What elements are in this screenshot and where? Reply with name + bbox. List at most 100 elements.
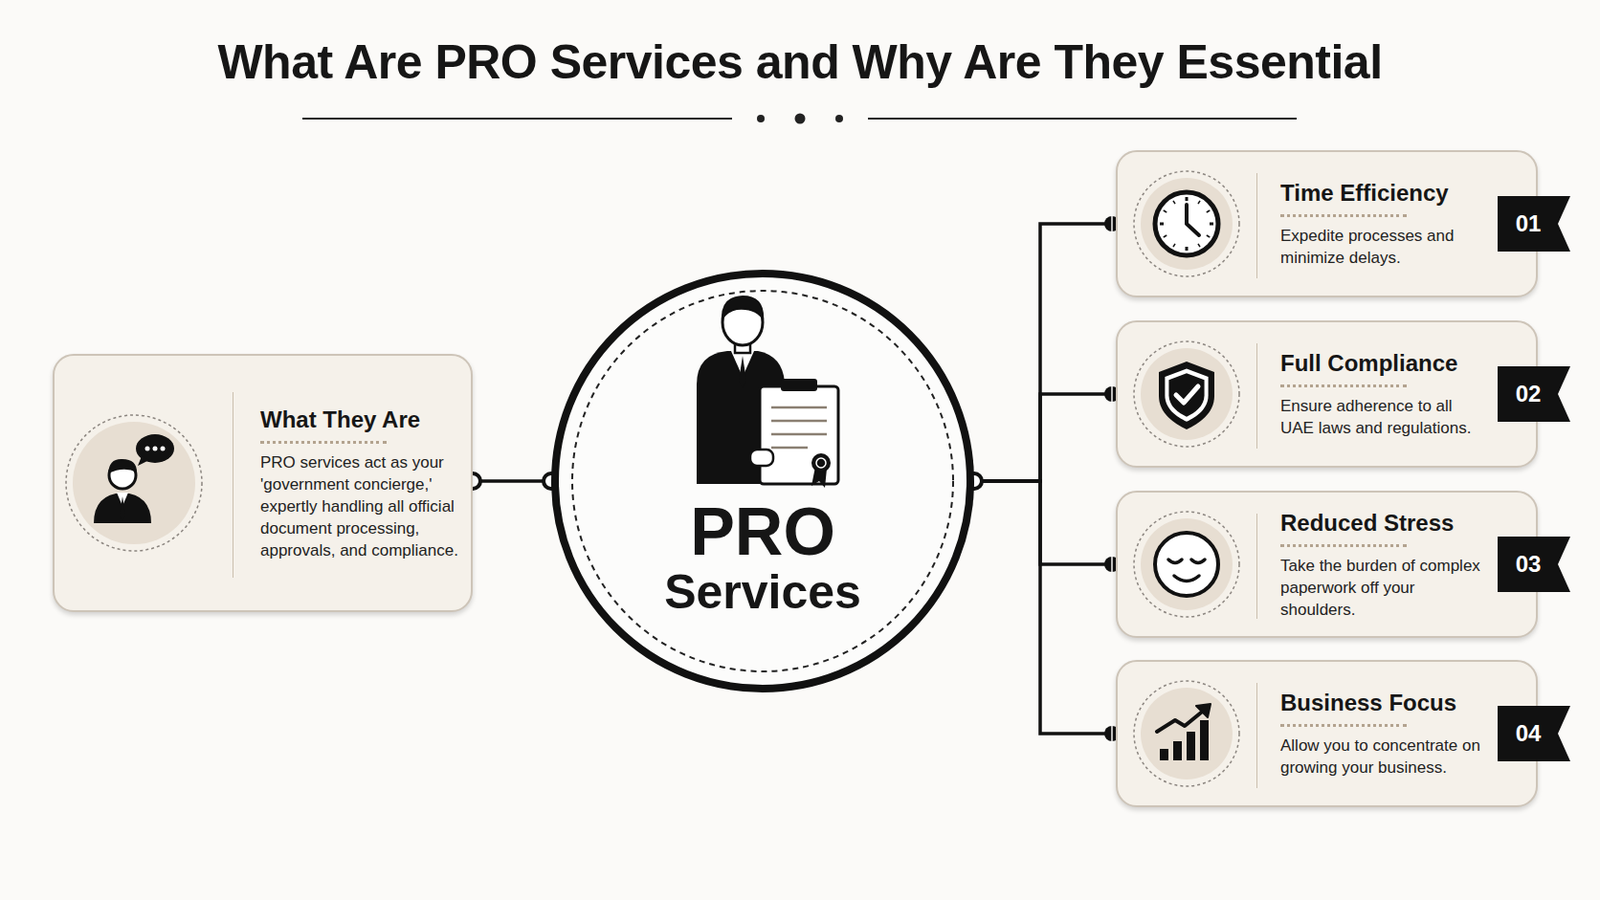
speech-dot	[160, 446, 166, 452]
icon-ring	[1133, 171, 1240, 277]
clock-tick	[1185, 246, 1189, 251]
card-text: Time EfficiencyExpedite processes and mi…	[1280, 178, 1489, 269]
connector-dot-notch	[1111, 556, 1113, 573]
speech-tail	[137, 456, 150, 467]
center-person-neck	[734, 339, 751, 354]
connector	[974, 481, 1116, 734]
clock-hands	[1186, 204, 1200, 236]
callout-number: 04	[1498, 706, 1558, 762]
chart-bar	[1200, 720, 1209, 761]
person-hair	[108, 459, 137, 474]
person-head	[109, 462, 136, 489]
card-heading: Time Efficiency	[1280, 178, 1489, 220]
divider-dot	[756, 114, 765, 123]
number-ribbon	[1497, 366, 1571, 423]
info-card: Reduced StressTake the burden of complex…	[1115, 490, 1538, 639]
circle-subtitle: Services	[558, 566, 967, 619]
clipboard-clip	[780, 378, 818, 392]
icon-ring	[1133, 341, 1240, 447]
shield-core	[1168, 373, 1204, 417]
clock-tick	[1206, 235, 1210, 238]
trend-arrow-head	[1196, 704, 1211, 718]
card-body: Ensure adherence to all UAE laws and reg…	[1280, 395, 1489, 440]
connector	[974, 394, 1116, 482]
person-tie	[119, 496, 126, 522]
clock-tick	[1209, 222, 1214, 226]
icon-disk	[1140, 348, 1233, 441]
card-divider	[232, 392, 234, 578]
card-divider	[1256, 683, 1258, 790]
info-card: Time EfficiencyExpedite processes and mi…	[1115, 150, 1538, 298]
info-card: What They ArePRO services act as your 'g…	[52, 354, 473, 613]
callout-number: 01	[1498, 196, 1558, 252]
center-person-hair	[721, 295, 764, 322]
card-heading: What They Are	[260, 405, 464, 446]
card-text: Full ComplianceEnsure adherence to all U…	[1280, 349, 1489, 440]
center-person-collar	[731, 351, 755, 378]
person-body	[93, 492, 152, 524]
person-collar	[116, 492, 129, 507]
center-circle: PROServices	[551, 269, 975, 693]
trend-arrow	[1156, 709, 1206, 733]
number-ribbon	[1497, 196, 1571, 252]
connector	[974, 481, 1116, 565]
callout-number: 03	[1498, 536, 1558, 593]
number-ribbon	[1497, 536, 1571, 593]
closed-eyes	[1168, 559, 1205, 564]
speech-dot	[153, 446, 158, 452]
callout-number: 02	[1498, 366, 1558, 423]
document-line	[771, 433, 827, 437]
center-person-hand	[750, 449, 774, 467]
clock-tick	[1163, 210, 1167, 213]
divider-dot	[795, 113, 806, 125]
clock-tick	[1163, 235, 1167, 238]
center-person-head	[722, 299, 763, 346]
icon-ring	[1133, 681, 1240, 787]
divider-line	[302, 117, 733, 120]
circle-text: PROServices	[558, 497, 967, 619]
connector-dot-notch	[1111, 726, 1113, 742]
card-body: Expedite processes and minimize delays.	[1280, 224, 1489, 269]
check-mark	[1176, 386, 1199, 403]
icon-disk	[1140, 177, 1233, 270]
icon-ring	[1133, 511, 1240, 618]
shield-inner	[1164, 368, 1208, 422]
center-person-tie	[738, 355, 747, 389]
chart-bar	[1186, 732, 1196, 761]
card-text: What They ArePRO services act as your 'g…	[260, 405, 464, 562]
divider-line	[867, 117, 1297, 120]
seal	[811, 453, 831, 473]
shield-outer	[1158, 361, 1215, 430]
clock-tick	[1173, 244, 1176, 247]
card-divider	[1256, 173, 1258, 280]
clock-tick	[1159, 222, 1164, 226]
clock-tick	[1173, 200, 1176, 204]
card-text: Business FocusAllow you to concentrate o…	[1280, 688, 1489, 779]
info-card: Business FocusAllow you to concentrate o…	[1115, 660, 1538, 808]
card-heading: Full Compliance	[1280, 349, 1489, 390]
clock-tick	[1185, 197, 1189, 201]
speech-bubble	[135, 434, 175, 464]
document-line	[771, 420, 827, 423]
card-body: Take the burden of complex paperwork off…	[1280, 555, 1489, 622]
dashed-ring	[551, 269, 975, 693]
diagram-title: What Are PRO Services and Why Are They E…	[0, 34, 1600, 90]
seal-inner	[816, 458, 826, 468]
card-body: Allow you to concentrate on growing your…	[1280, 734, 1489, 779]
connector	[974, 223, 1116, 482]
clock-tick	[1206, 210, 1210, 213]
chart-bar	[1159, 749, 1169, 761]
document-line	[771, 406, 827, 410]
card-divider	[1256, 343, 1258, 450]
connector	[472, 479, 552, 484]
icon-ring	[66, 415, 202, 552]
seal-ribbon	[811, 466, 827, 489]
icon-disk	[72, 422, 196, 545]
connector-dot-notch	[1111, 216, 1113, 232]
clock-tick	[1198, 200, 1200, 204]
card-heading: Business Focus	[1280, 688, 1489, 730]
chart-bar	[1173, 741, 1182, 761]
card-text: Reduced StressTake the burden of complex…	[1280, 509, 1489, 622]
divider-dot	[835, 114, 844, 123]
